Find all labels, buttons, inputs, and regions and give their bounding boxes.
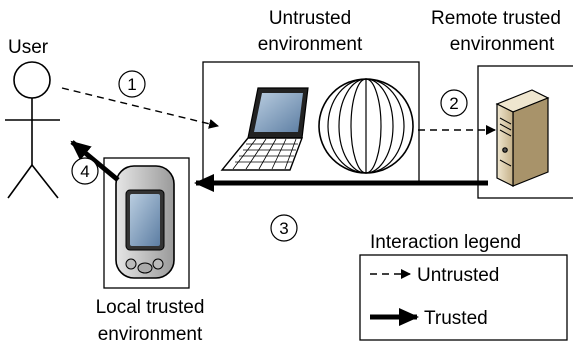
legend-trusted-label: Trusted bbox=[424, 308, 488, 329]
user-label: User bbox=[8, 37, 49, 58]
legend-box bbox=[359, 254, 568, 341]
laptop-icon bbox=[220, 87, 309, 171]
step-badge-4: 4 bbox=[71, 157, 99, 185]
globe-icon bbox=[318, 78, 414, 174]
remote-trusted-environment-box bbox=[477, 65, 573, 199]
untrusted-label-line1: Untrusted bbox=[269, 8, 351, 29]
legend-title: Interaction legend bbox=[370, 232, 521, 253]
step-badge-2: 2 bbox=[440, 89, 468, 117]
svg-text:4: 4 bbox=[80, 162, 89, 181]
local-trusted-environment-box bbox=[103, 157, 190, 289]
legend-untrusted-label: Untrusted bbox=[417, 265, 499, 286]
step-badge-3: 3 bbox=[270, 214, 298, 242]
remote-label-line2: environment bbox=[450, 34, 555, 55]
remote-label-line1: Remote trusted bbox=[431, 8, 561, 29]
svg-text:3: 3 bbox=[279, 219, 288, 238]
svg-text:1: 1 bbox=[127, 75, 136, 94]
arrow-user-to-laptop bbox=[61, 87, 219, 129]
arrow-mobile-to-user bbox=[70, 140, 120, 182]
svg-text:2: 2 bbox=[449, 94, 458, 113]
local-label-line1: Local trusted bbox=[96, 297, 205, 318]
untrusted-label-line2: environment bbox=[258, 34, 363, 55]
local-label-line2: environment bbox=[98, 324, 203, 345]
mobile-device-icon bbox=[115, 165, 175, 279]
user-actor-icon bbox=[5, 61, 60, 199]
server-icon bbox=[495, 89, 550, 187]
step-badge-1: 1 bbox=[118, 70, 146, 98]
